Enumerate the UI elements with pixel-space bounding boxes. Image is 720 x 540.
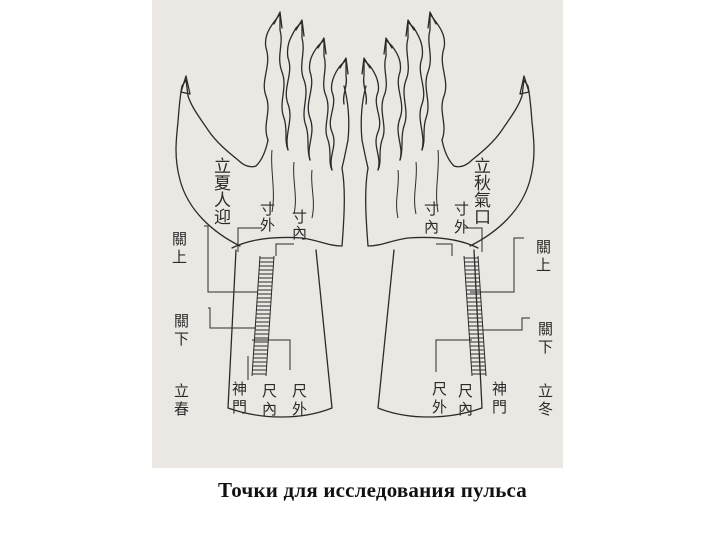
left-season-bottom-label: 立春 (174, 382, 189, 418)
right-chi-wai-label: 尺外 (432, 380, 447, 416)
right-season-bottom-label: 立冬 (538, 382, 553, 418)
right-finger-3 (378, 40, 402, 170)
left-shen-men-label: 神門 (232, 380, 247, 416)
right-shen-men-label: 神門 (492, 380, 507, 416)
right-finger-1 (422, 14, 446, 150)
right-palm-outline (361, 80, 534, 246)
right-season-top-label: 立秋氣口 (474, 157, 491, 228)
right-cun-nei-label: 寸內 (424, 200, 439, 236)
left-guan-shang-label: 關上 (172, 230, 187, 266)
left-finger-2 (286, 22, 310, 160)
right-chi-nei-label: 尺內 (458, 382, 473, 418)
left-finger-1 (264, 14, 288, 150)
left-season-top-label: 立夏人迎 (214, 157, 231, 228)
right-guan-xia-label: 關下 (538, 320, 553, 356)
right-finger-2 (400, 22, 424, 160)
left-cun-wai-label: 寸外 (260, 200, 275, 234)
figure-caption: Точки для исследования пульса (0, 478, 720, 503)
pulse-points-diagram: 立夏人迎 寸外 寸內 關上 關下 立春 神門 尺內 尺外 立秋氣口 寸內 寸外 … (152, 0, 563, 468)
left-chi-wai-label: 尺外 (292, 382, 307, 418)
left-guan-xia-label: 關下 (174, 312, 189, 348)
left-finger-4 (330, 60, 346, 170)
left-chi-nei-label: 尺內 (262, 382, 277, 418)
right-guan-shang-label: 關上 (536, 238, 551, 274)
right-finger-4 (364, 60, 380, 170)
left-finger-3 (308, 40, 332, 170)
left-cun-nei-label: 寸內 (292, 208, 307, 242)
right-hand-drawing (361, 12, 534, 417)
right-cun-wai-label: 寸外 (454, 200, 469, 236)
